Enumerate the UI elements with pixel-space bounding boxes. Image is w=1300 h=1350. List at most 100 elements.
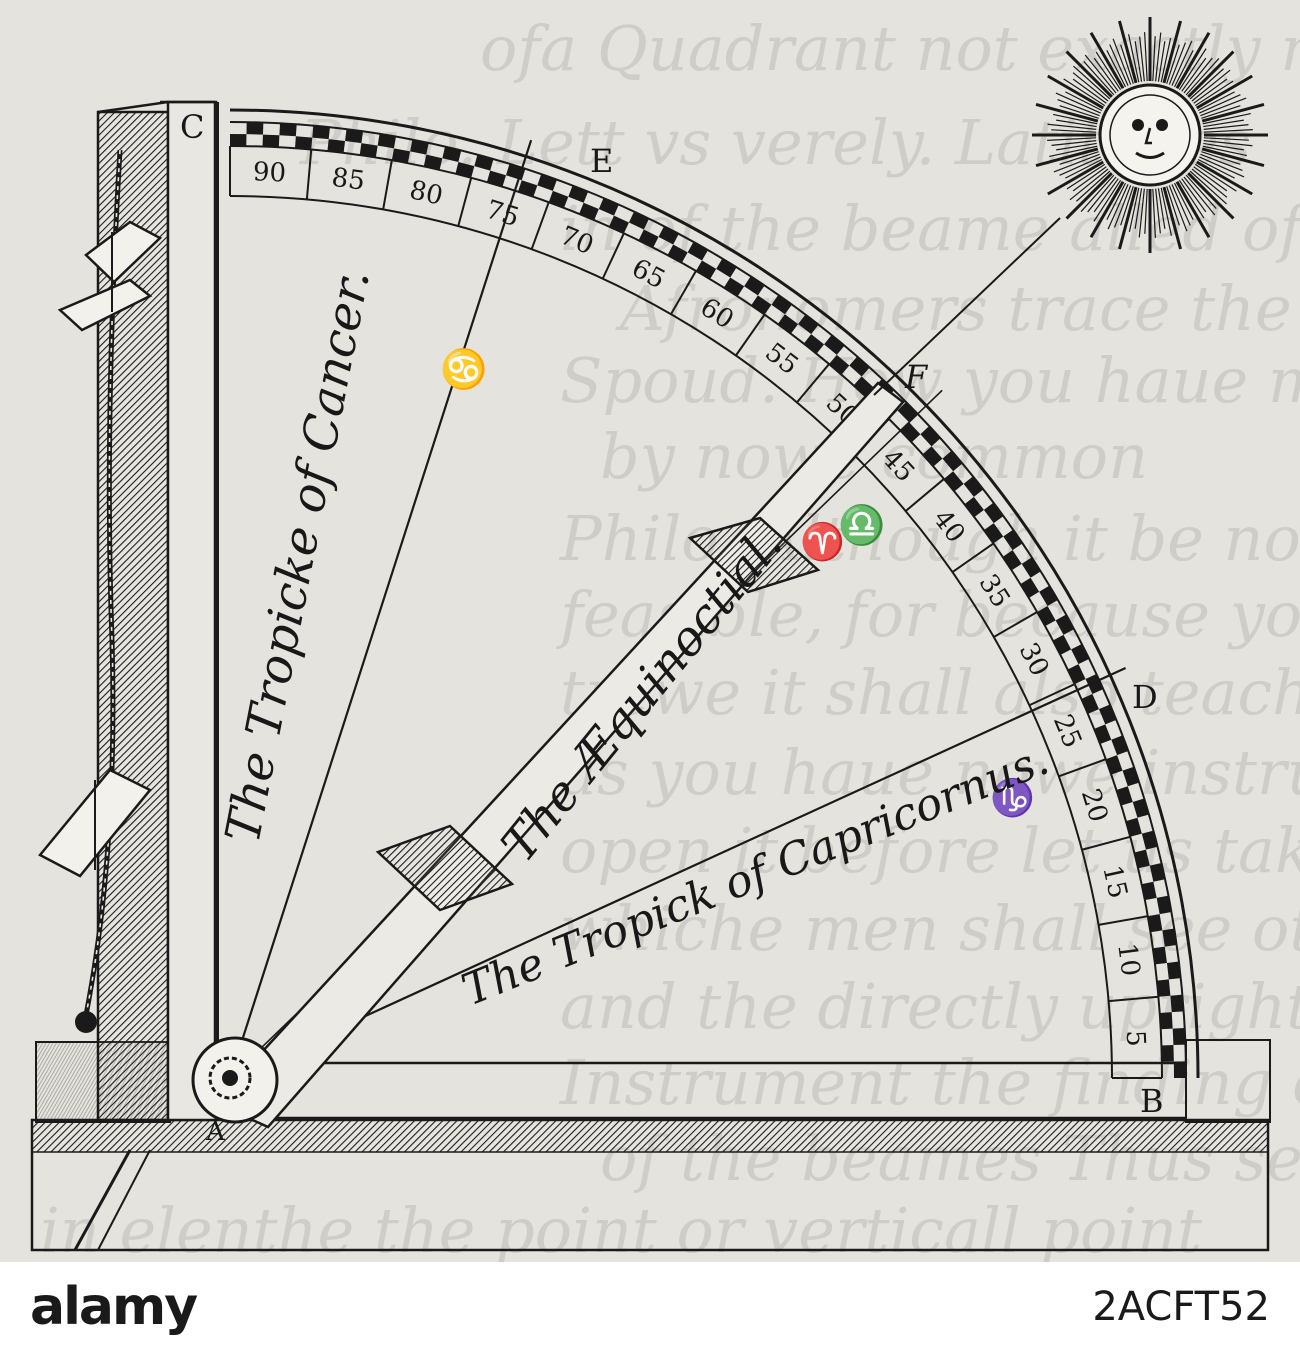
scale-number: 85 — [330, 163, 367, 197]
scale-number: 40 — [927, 504, 971, 549]
degree-tick — [391, 148, 411, 164]
degree-tick — [1141, 881, 1157, 901]
sun-ray-stroke — [1089, 181, 1125, 238]
sun-ray-stroke — [1171, 184, 1191, 226]
sun-ray-stroke — [1093, 179, 1122, 222]
sun-ray-stroke — [1084, 54, 1117, 94]
degree-tick — [803, 334, 825, 354]
sun-ray-stroke — [1069, 168, 1109, 201]
sun-ray-stroke — [1065, 172, 1113, 220]
scale-number: 5 — [1120, 1030, 1151, 1048]
sun-ray-stroke — [1059, 156, 1101, 176]
sun-ray-stroke — [1181, 57, 1207, 92]
scale-number: 20 — [1075, 785, 1114, 826]
sun-ray-stroke — [1152, 36, 1156, 82]
sun-ray-stroke — [1203, 142, 1244, 151]
sun-ray-stroke — [1196, 74, 1253, 110]
degree-tick — [312, 125, 330, 140]
scale-number: 70 — [556, 221, 598, 261]
sun-ray-stroke — [1093, 178, 1119, 213]
degree-tick — [1166, 961, 1181, 980]
sun-ray-stroke — [1201, 147, 1265, 167]
degree-tick — [279, 123, 297, 137]
degree-tick — [518, 180, 538, 197]
degree-tick — [1149, 862, 1166, 882]
sun-ray-stroke — [1175, 181, 1211, 238]
degree-tick — [1105, 755, 1123, 775]
degree-tick — [922, 446, 943, 467]
degree-tick — [963, 476, 984, 497]
degree-tick — [1134, 849, 1150, 869]
sun-ray-stroke — [1083, 61, 1115, 96]
sun-ray-stroke — [1171, 40, 1193, 86]
degree-tick — [262, 134, 280, 148]
degree-tick — [377, 133, 397, 149]
degree-tick — [598, 197, 619, 216]
sun-ray-stroke — [1053, 153, 1100, 173]
sun-ray-stroke — [1056, 119, 1097, 128]
sun-ray-stroke — [1118, 186, 1138, 250]
degree-tick — [777, 314, 799, 334]
degree-tick — [486, 170, 506, 187]
label-d: D — [1132, 678, 1158, 716]
degree-tick — [1116, 786, 1133, 806]
sun-ray-stroke — [1201, 103, 1265, 123]
sun-ray-stroke — [1072, 72, 1109, 102]
sun-ray-stroke — [1157, 188, 1166, 229]
sun-ray-stroke — [1065, 50, 1113, 98]
scale-divider — [735, 313, 766, 357]
sun-ray-stroke — [1144, 188, 1148, 234]
sun-ray-stroke — [1073, 65, 1111, 100]
sun-ray-stroke — [1139, 36, 1145, 82]
sun-ray-stroke — [1203, 124, 1249, 130]
libra-sign: ♎ — [838, 503, 885, 547]
sun-ray-stroke — [1134, 188, 1143, 229]
sun-ray-stroke — [1118, 20, 1138, 84]
sun-ray-stroke — [1057, 98, 1100, 117]
degree-tick — [1055, 614, 1075, 635]
label-f: F — [904, 358, 929, 396]
scale-number: 65 — [627, 253, 670, 295]
degree-tick — [1067, 664, 1086, 685]
scale-divider — [951, 542, 995, 573]
degree-tick — [1159, 1012, 1173, 1030]
sun-ray-stroke — [1051, 140, 1097, 146]
degree-tick — [230, 134, 247, 147]
sun-ray-stroke — [1152, 188, 1156, 238]
degree-tick — [442, 146, 462, 163]
sun-ray-stroke — [1106, 182, 1127, 220]
degree-tick — [1021, 557, 1041, 578]
sun-ray-stroke — [1201, 151, 1241, 165]
sun-ray-stroke — [1181, 178, 1207, 213]
sun-ray-stroke — [1178, 179, 1205, 219]
sun-ray-stroke — [1035, 103, 1099, 123]
sun-ray-stroke — [1185, 58, 1220, 96]
degree-tick — [943, 471, 964, 492]
degree-tick — [1147, 914, 1163, 933]
sun-ray-stroke — [1162, 186, 1182, 250]
sun-ray-stroke — [1093, 57, 1119, 92]
sun-ray-stroke — [1072, 78, 1107, 104]
degree-tick — [920, 426, 941, 447]
sun-ray-stroke — [1166, 186, 1180, 226]
sun-ray-stroke — [1072, 166, 1107, 192]
scale-divider — [457, 177, 473, 227]
scale-divider — [1028, 683, 1076, 707]
sun-ray-stroke — [1203, 129, 1253, 133]
tropic-of-cancer-label: The Tropicke of Cancer. — [215, 265, 381, 848]
sun-ray-stroke — [1109, 44, 1129, 86]
engraving-plate: ofa Quadrant not exactly made, then the … — [0, 0, 1300, 1262]
watermark-bar: alamy 2ACFT52 — [0, 1262, 1300, 1350]
degree-tick — [1162, 928, 1177, 947]
equinoctial-label: The Æquinoctial. — [491, 517, 794, 873]
sun-ray-stroke — [1155, 188, 1161, 234]
lower-sight-vane — [38, 768, 152, 878]
sun-ray-stroke — [1187, 50, 1235, 98]
degree-tick — [687, 241, 708, 261]
scale-divider — [796, 363, 830, 403]
degree-tick — [744, 276, 765, 296]
degree-tick — [410, 139, 429, 155]
scale-divider — [1108, 995, 1159, 1003]
degree-tick — [716, 258, 737, 278]
